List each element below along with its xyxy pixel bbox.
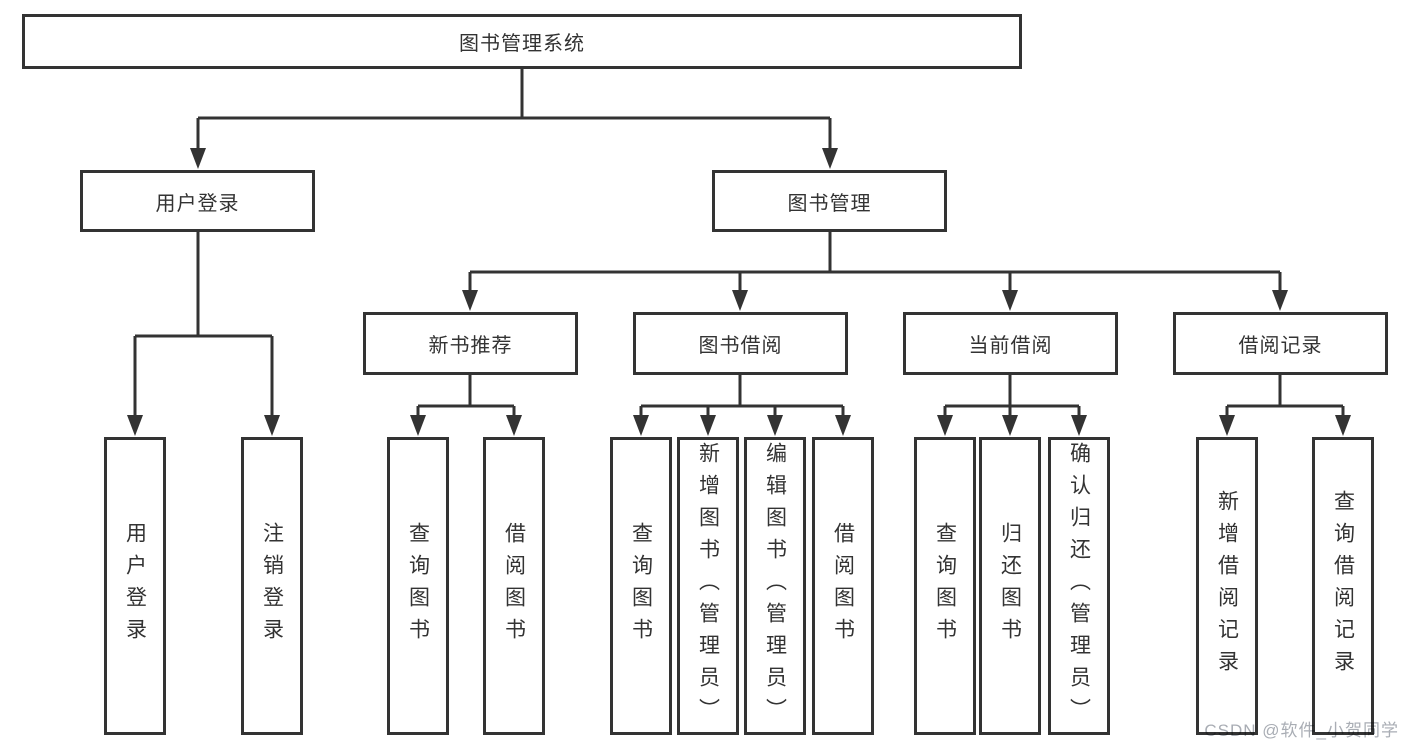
node-label: 查询图书 (629, 522, 653, 650)
leaf-edit-books-admin: 编辑图书（管理员） (744, 437, 806, 735)
node-library-management-system: 图书管理系统 (22, 14, 1022, 69)
node-label: 查询图书 (406, 522, 430, 650)
node-new-book-recommendation: 新书推荐 (363, 312, 578, 375)
node-label: 当前借阅 (968, 335, 1053, 357)
node-label: 新增图书（管理员） (696, 442, 720, 730)
node-label: 用户登录 (123, 522, 147, 650)
node-label: 新书推荐 (428, 335, 513, 357)
node-label: 图书借阅 (698, 335, 783, 357)
leaf-borrow-books: 借阅图书 (812, 437, 874, 735)
leaf-add-borrow-record: 新增借阅记录 (1196, 437, 1258, 735)
leaf-return-books: 归还图书 (979, 437, 1041, 735)
node-borrow-records: 借阅记录 (1173, 312, 1388, 375)
node-current-borrowing: 当前借阅 (903, 312, 1118, 375)
leaf-confirm-return-admin: 确认归还（管理员） (1048, 437, 1110, 735)
node-user-login-branch: 用户登录 (80, 170, 315, 232)
node-label: 图书管理 (787, 192, 872, 215)
leaf-borrow-books-recommend: 借阅图书 (483, 437, 545, 735)
node-label: 归还图书 (998, 522, 1022, 650)
leaf-add-books-admin: 新增图书（管理员） (677, 437, 739, 735)
arrowheads (127, 148, 1351, 436)
node-label: 借阅图书 (831, 522, 855, 650)
watermark: CSDN @软件_小贺同学 (1204, 721, 1399, 740)
node-label: 查询图书 (933, 522, 957, 650)
connector-lines (133, 69, 1345, 421)
leaf-query-books-current: 查询图书 (914, 437, 976, 735)
node-label: 借阅图书 (502, 522, 526, 650)
leaf-query-borrow-record: 查询借阅记录 (1312, 437, 1374, 735)
node-label: 新增借阅记录 (1215, 490, 1239, 682)
node-label: 借阅记录 (1238, 335, 1323, 357)
node-book-management: 图书管理 (712, 170, 947, 232)
node-label: 查询借阅记录 (1331, 490, 1355, 682)
leaf-user-login: 用户登录 (104, 437, 166, 735)
leaf-query-books-borrow: 查询图书 (610, 437, 672, 735)
node-label: 编辑图书（管理员） (763, 442, 787, 730)
node-label: 用户登录 (155, 192, 240, 215)
leaf-logout: 注销登录 (241, 437, 303, 735)
node-book-borrowing: 图书借阅 (633, 312, 848, 375)
leaf-query-books-recommend: 查询图书 (387, 437, 449, 735)
node-label: 确认归还（管理员） (1067, 442, 1091, 730)
node-label: 注销登录 (260, 522, 284, 650)
node-label: 图书管理系统 (459, 33, 585, 55)
